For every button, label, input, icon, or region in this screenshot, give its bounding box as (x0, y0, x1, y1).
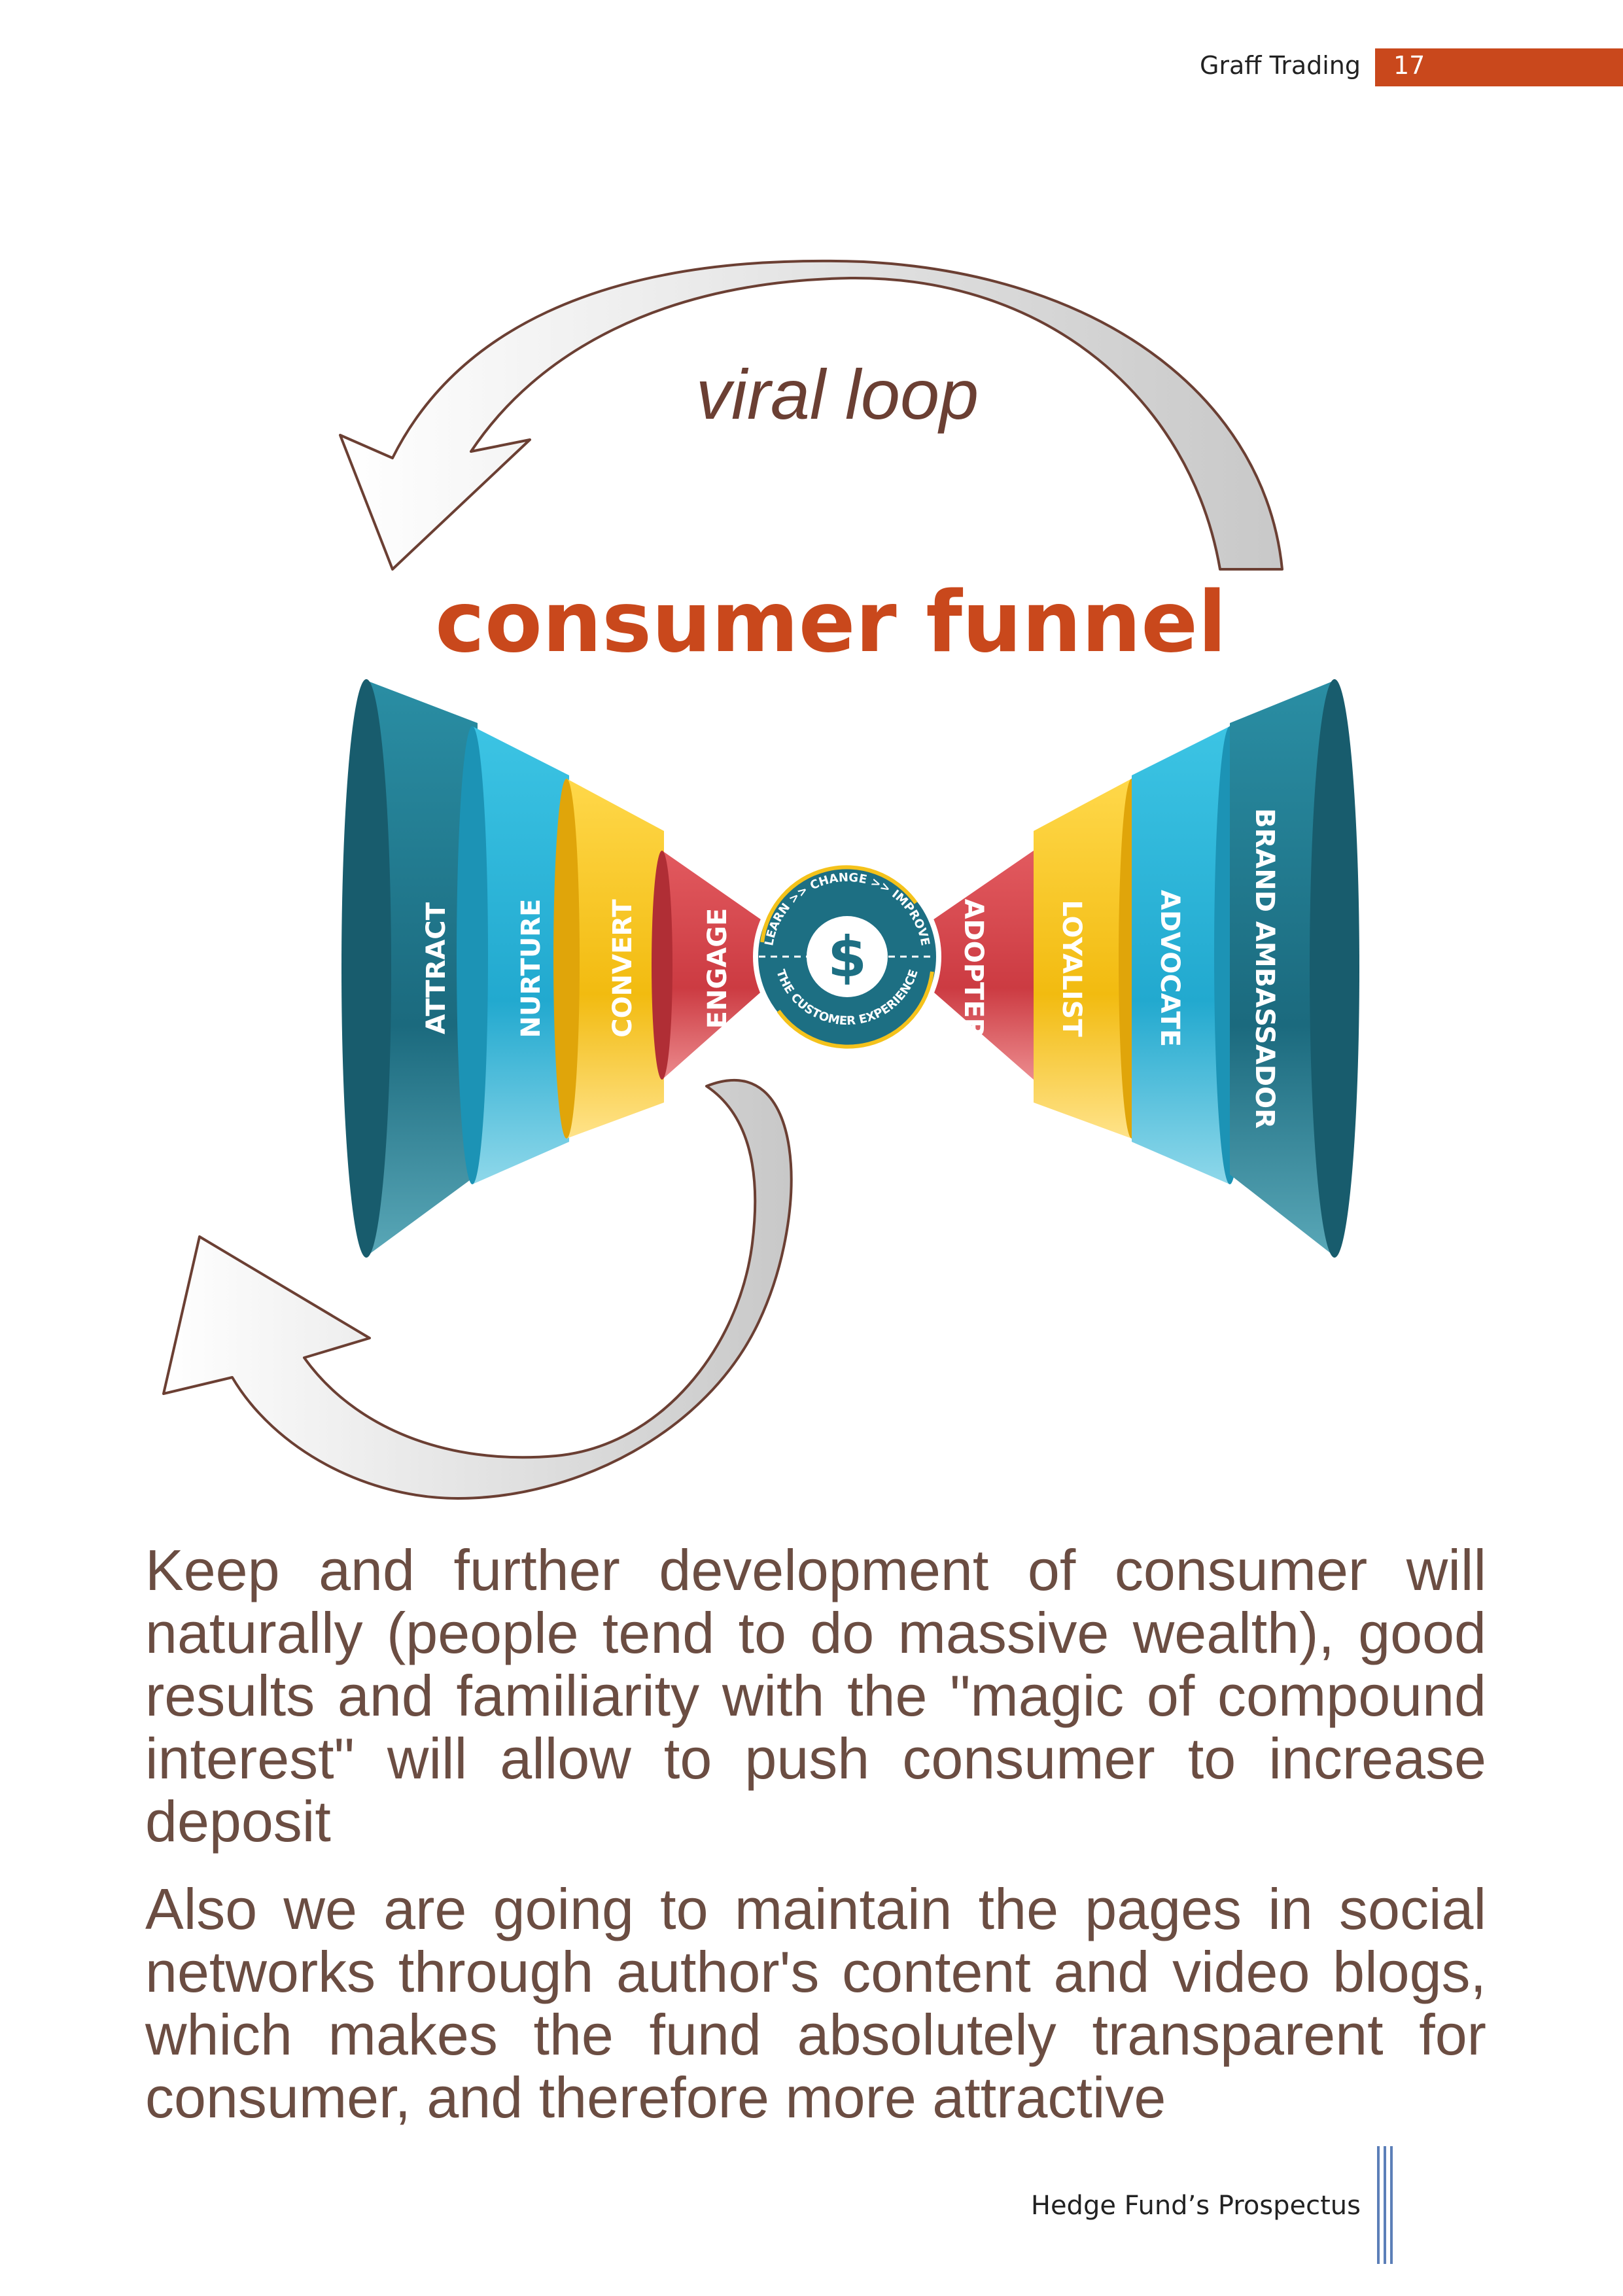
stage-label-convert: CONVERT (608, 899, 638, 1038)
stage-label-engage: ENGAGE (703, 908, 733, 1029)
stage-label-brand-ambassador: BRAND AMBASSADOR (1249, 808, 1280, 1129)
dollar-icon: $ (828, 925, 867, 990)
bottom-loop-arrow (162, 1079, 793, 1500)
footer-rule (1390, 2146, 1393, 2264)
header-title: Graff Trading (1199, 51, 1361, 80)
left-funnel (341, 679, 765, 1258)
stage-label-advocate: ADVOCATE (1155, 890, 1185, 1047)
right-funnel (929, 679, 1359, 1258)
body-paragraph-2: Also we are going to maintain the pages … (145, 1877, 1486, 2130)
header-accent-bar (1375, 48, 1623, 86)
body-paragraph-1: Keep and further development of consumer… (145, 1538, 1486, 1854)
consumer-funnel-diagram: viral loop consumer funnel ATTRACT NURTU… (162, 259, 1359, 1500)
consumer-funnel-title: consumer funnel (435, 574, 1227, 671)
top-loop-arrow (339, 259, 1283, 571)
stage-label-loyalist: LOYALIST (1056, 900, 1087, 1037)
viral-loop-label: viral loop (696, 355, 979, 434)
footer-text: Hedge Fund’s Prospectus (1030, 2191, 1361, 2221)
stage-label-adopter: ADOPTER (958, 899, 988, 1038)
stage-label-attract: ATTRACT (421, 902, 451, 1034)
stage-label-nurture: NURTURE (516, 899, 546, 1038)
center-badge: $ LEARN >> CHANGE >> IMPROVE THE CUSTOME… (753, 862, 941, 1051)
footer-rule (1384, 2146, 1386, 2264)
page-number: 17 (1393, 51, 1425, 80)
footer-rule (1377, 2146, 1380, 2264)
